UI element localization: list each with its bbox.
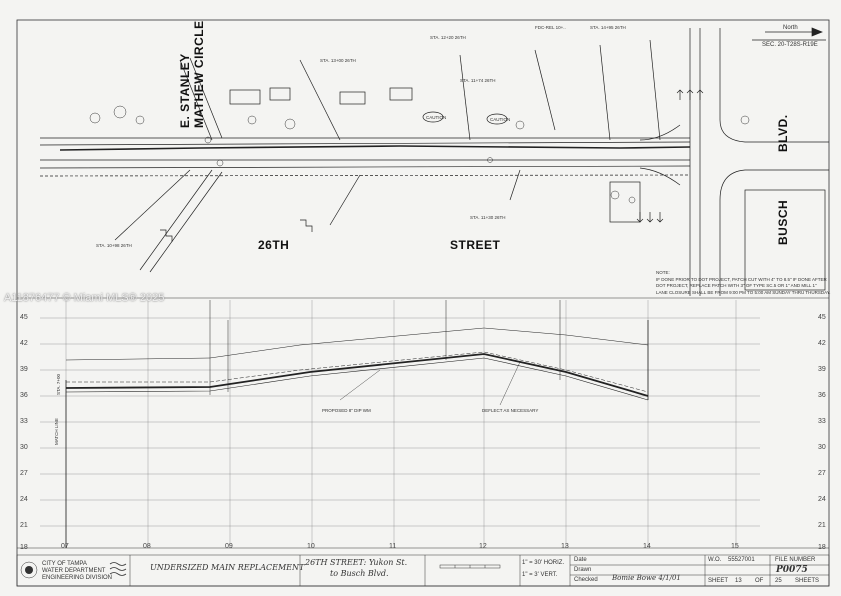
x-tick-label: 08 [143, 543, 151, 550]
checked-label: Checked [574, 577, 598, 583]
y-tick-label: 30 [20, 444, 28, 451]
profile-callout: PROPOSED 8" DIP WM [322, 408, 371, 413]
file-number: P0075 [776, 565, 808, 575]
y-tick-label: 18 [20, 544, 28, 551]
station-note: STA. 11+30 26TH [470, 215, 506, 220]
y-tick-label: 39 [20, 366, 28, 373]
y-tick-label-right: 24 [818, 496, 826, 503]
approver-signature: Bomie Bowe 4/1/01 [612, 574, 681, 582]
caution-label: CAUTION [490, 117, 511, 122]
y-tick-label: 33 [20, 418, 28, 425]
sheets-label: SHEETS [795, 578, 820, 584]
station-note: STA. 13+00 26TH [320, 58, 356, 63]
x-tick-label: 15 [731, 543, 739, 550]
street-label-e-stanley: E. STANLEY [178, 53, 192, 128]
sheet-value: 13 [735, 578, 742, 584]
file-number-label: FILE NUMBER [775, 557, 816, 563]
general-note-line: LANE CLOSURE SHALL BE FROM 9:00 PM TO 5:… [656, 290, 831, 295]
date-label: Date [574, 557, 587, 563]
y-tick-label-right: 30 [818, 444, 826, 451]
street-label-mathew-circle: MATHEW CIRCLE [192, 20, 206, 128]
department-name: WATER DEPARTMENT [42, 568, 106, 574]
street-label-26th: 26TH [258, 238, 290, 252]
y-tick-label-right: 42 [818, 340, 826, 347]
vertical-scale: 1" = 3' VERT. [522, 572, 558, 578]
station-note: FDC-REL 10+.. [535, 25, 566, 30]
y-tick-label-right: 36 [818, 392, 826, 399]
y-tick-label: 27 [20, 470, 28, 477]
y-tick-label-right: 27 [818, 470, 826, 477]
general-note-title: NOTE: [656, 270, 670, 275]
x-tick-label: 09 [225, 543, 233, 550]
y-tick-label-right: 21 [818, 522, 826, 529]
x-tick-label: 13 [561, 543, 569, 550]
division-name: ENGINEERING DIVISION [42, 575, 113, 581]
profile-callout: DEFLECT AS NECESSARY [482, 408, 539, 413]
wo-value: 55527001 [728, 557, 755, 563]
caution-label: CAUTION [426, 115, 447, 120]
street-label-blvd: BLVD. [776, 114, 790, 152]
project-title: UNDERSIZED MAIN REPLACEMENT [150, 563, 305, 572]
general-note-line: DOT PROJECT, REPLACE PATCH WITH 3" OF TY… [656, 283, 817, 288]
general-note-line: IF DONE PRIOR TO DOT PROJECT, PATCH CUT … [656, 277, 827, 282]
section-label: SEC. 20-T28S-R19E [762, 42, 818, 48]
wo-label: W.O. [708, 557, 722, 563]
y-tick-label-right: 18 [818, 544, 826, 551]
city-seal-icon [25, 566, 33, 574]
drawn-label: Drawn [574, 567, 592, 573]
street-label-busch: BUSCH [776, 199, 790, 245]
y-tick-label: 36 [20, 392, 28, 399]
y-tick-label-right: 45 [818, 314, 826, 321]
mls-watermark: A11876477 © Miami MLS® 2025 [4, 292, 165, 304]
y-tick-label-right: 39 [818, 366, 826, 373]
x-tick-label: 11 [389, 543, 397, 550]
station-note: STA. 14+95 26TH [590, 25, 626, 30]
location-line-1: 26TH STREET: Yukon St. [305, 558, 408, 567]
station-note: STA. 11+74 26TH [460, 78, 496, 83]
city-name: CITY OF TAMPA [42, 561, 87, 567]
north-label: North [783, 25, 798, 31]
profile-callout: MATCH LINE [54, 418, 59, 445]
profile-callout: STA. 7+00 [56, 373, 61, 395]
of-label: OF [755, 578, 764, 584]
street-label-street: STREET [450, 238, 501, 252]
x-tick-label: 10 [307, 543, 315, 550]
x-tick-label: 14 [643, 543, 651, 550]
y-tick-label: 42 [20, 340, 28, 347]
station-note: STA. 12+20 26TH [430, 35, 466, 40]
sheet-label: SHEET [708, 578, 729, 584]
horizontal-scale: 1" = 30' HORIZ. [522, 560, 565, 566]
of-value: 25 [775, 578, 782, 584]
y-tick-label-right: 33 [818, 418, 826, 425]
y-tick-label: 45 [20, 314, 28, 321]
station-note: STA. 10+98 26TH [96, 243, 132, 248]
y-tick-label: 21 [20, 522, 28, 529]
x-tick-label: 07 [61, 543, 69, 550]
y-tick-label: 24 [20, 496, 28, 503]
x-tick-label: 12 [479, 543, 487, 550]
location-line-2: to Busch Blvd. [330, 569, 389, 578]
